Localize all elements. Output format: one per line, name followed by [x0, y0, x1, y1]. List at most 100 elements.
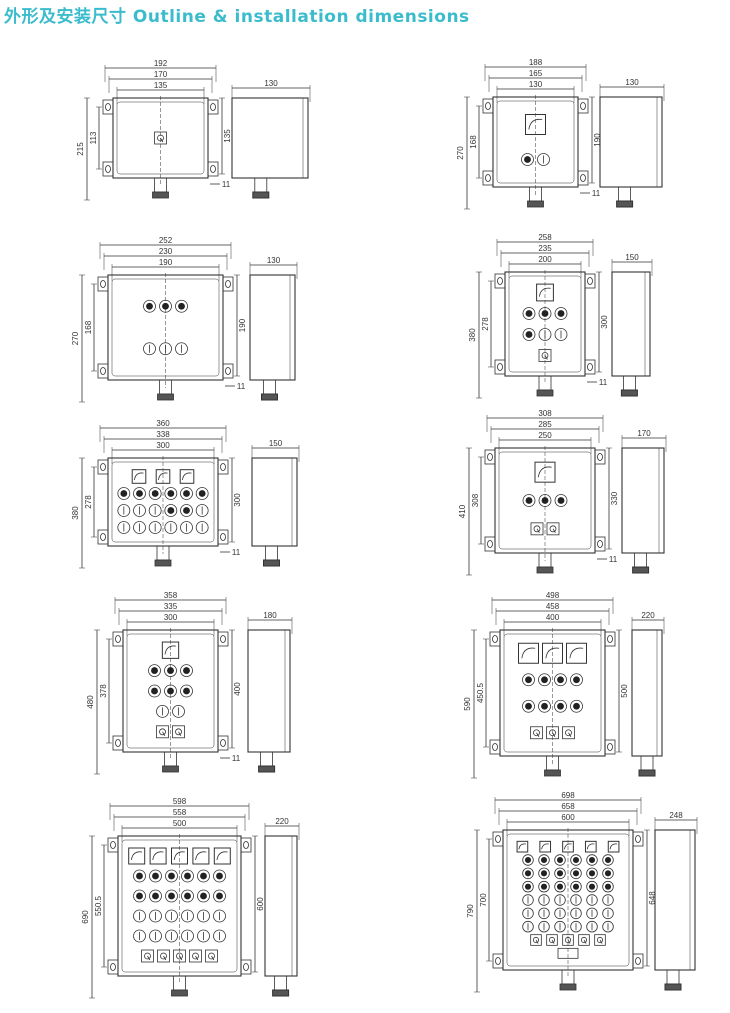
- mounting-hole-icon: [597, 540, 603, 548]
- switch-knob: [160, 952, 167, 960]
- height-overall-dim-label: 270: [71, 331, 80, 345]
- meter-icon: [179, 469, 195, 484]
- push-button-icon: [554, 673, 567, 687]
- meter-icon: [161, 641, 180, 659]
- tab-dim-label: 11: [237, 382, 246, 391]
- push-button-cap: [168, 872, 175, 880]
- height-overall-dim-label: 380: [468, 328, 477, 342]
- meter-icon: [542, 642, 563, 664]
- push-button-cap: [573, 676, 580, 684]
- mounting-hole-icon: [492, 743, 498, 751]
- push-button-icon: [602, 867, 614, 880]
- push-button-icon: [175, 299, 188, 313]
- rotary-switch-icon: [205, 949, 218, 963]
- depth-dim-label: 130: [267, 256, 281, 265]
- meter-icon: [171, 847, 188, 865]
- switch-handle: [551, 939, 555, 944]
- rotary-switch-icon: [189, 949, 202, 963]
- indicator-light-icon: [195, 521, 209, 534]
- push-button-cap: [200, 892, 207, 900]
- mounting-hole-icon: [607, 635, 613, 643]
- push-button-icon: [133, 889, 146, 903]
- mounting-flange: [492, 953, 504, 969]
- enclosure-side: [251, 457, 298, 547]
- mounting-flange: [217, 529, 229, 545]
- switch-handle: [535, 939, 539, 944]
- side-gland-nut-icon: [252, 191, 270, 199]
- rotary-switch-icon: [538, 349, 552, 362]
- cable-gland-nut-icon: [154, 559, 172, 567]
- push-button-icon: [570, 699, 583, 713]
- rotary-switch-icon: [157, 949, 170, 963]
- side-cable-gland: [260, 751, 274, 767]
- mounting-hole-icon: [587, 363, 593, 371]
- switch-handle: [599, 939, 603, 944]
- push-button-cap: [524, 156, 531, 163]
- push-button-icon: [586, 854, 598, 866]
- width-body-dim-label: 130: [529, 80, 543, 89]
- indicator-light-icon: [537, 153, 550, 166]
- push-button-icon: [159, 299, 172, 313]
- height-mounting-dim-label: 700: [479, 893, 488, 907]
- meter-icon: [534, 461, 556, 483]
- meter-icon: [131, 469, 147, 484]
- rotary-switch-icon: [578, 934, 590, 946]
- push-button-icon: [148, 487, 162, 500]
- meter-icon: [149, 847, 167, 865]
- push-button-icon: [195, 487, 209, 500]
- meter-icon: [518, 642, 539, 664]
- indicator-light-icon: [538, 920, 550, 933]
- push-button-icon: [554, 880, 566, 893]
- push-button-cap: [136, 872, 143, 880]
- side-gland-nut-icon: [263, 559, 280, 567]
- mounting-hole-icon: [497, 277, 503, 285]
- width-body-dim-label: 300: [164, 613, 178, 622]
- switch-handle: [544, 355, 548, 360]
- meter-scale: [518, 843, 527, 850]
- mounting-hole-icon: [115, 635, 121, 643]
- push-button-icon: [522, 494, 536, 507]
- push-button-icon: [164, 664, 177, 677]
- side-cable-gland: [640, 755, 654, 771]
- push-button-icon: [164, 504, 178, 517]
- mounting-hole-icon: [635, 835, 641, 843]
- width-overall-dim-label: 358: [164, 591, 178, 600]
- push-button-icon: [554, 867, 566, 880]
- rotary-switch-icon: [530, 726, 543, 740]
- mounting-flange: [240, 959, 252, 975]
- push-button-icon: [570, 854, 582, 866]
- mounting-flange: [489, 739, 501, 755]
- mounting-flange: [604, 739, 616, 755]
- switch-handle: [163, 955, 167, 961]
- meter-scale: [195, 851, 207, 861]
- mounting-hole-icon: [243, 963, 249, 971]
- meter-scale: [216, 851, 228, 861]
- switch-knob: [532, 936, 540, 944]
- width-mounting-dim-label: 165: [529, 69, 543, 78]
- push-button-icon: [538, 307, 552, 320]
- meter-icon: [566, 642, 587, 664]
- switch-handle: [162, 731, 166, 737]
- indicator-light-icon: [156, 705, 169, 718]
- height-body-dim-label: 300: [233, 493, 242, 507]
- push-button-cap: [120, 490, 128, 497]
- indicator-light-icon: [165, 929, 178, 943]
- push-button-cap: [216, 892, 223, 900]
- push-button-icon: [117, 487, 131, 500]
- mounting-hole-icon: [580, 174, 586, 182]
- width-overall-dim-label: 192: [154, 59, 168, 68]
- page-title: 外形及安装尺寸 Outline & installation dimension…: [4, 7, 470, 27]
- mounting-flange: [107, 959, 119, 975]
- indicator-light-icon: [570, 894, 582, 906]
- meter-scale: [539, 287, 551, 297]
- push-button-icon: [522, 880, 534, 893]
- rotary-switch-icon: [141, 949, 154, 963]
- push-button-icon: [522, 328, 536, 341]
- push-button-cap: [136, 490, 143, 497]
- push-button-cap: [541, 676, 548, 684]
- indicator-light-icon: [133, 929, 146, 943]
- push-button-cap: [588, 856, 596, 864]
